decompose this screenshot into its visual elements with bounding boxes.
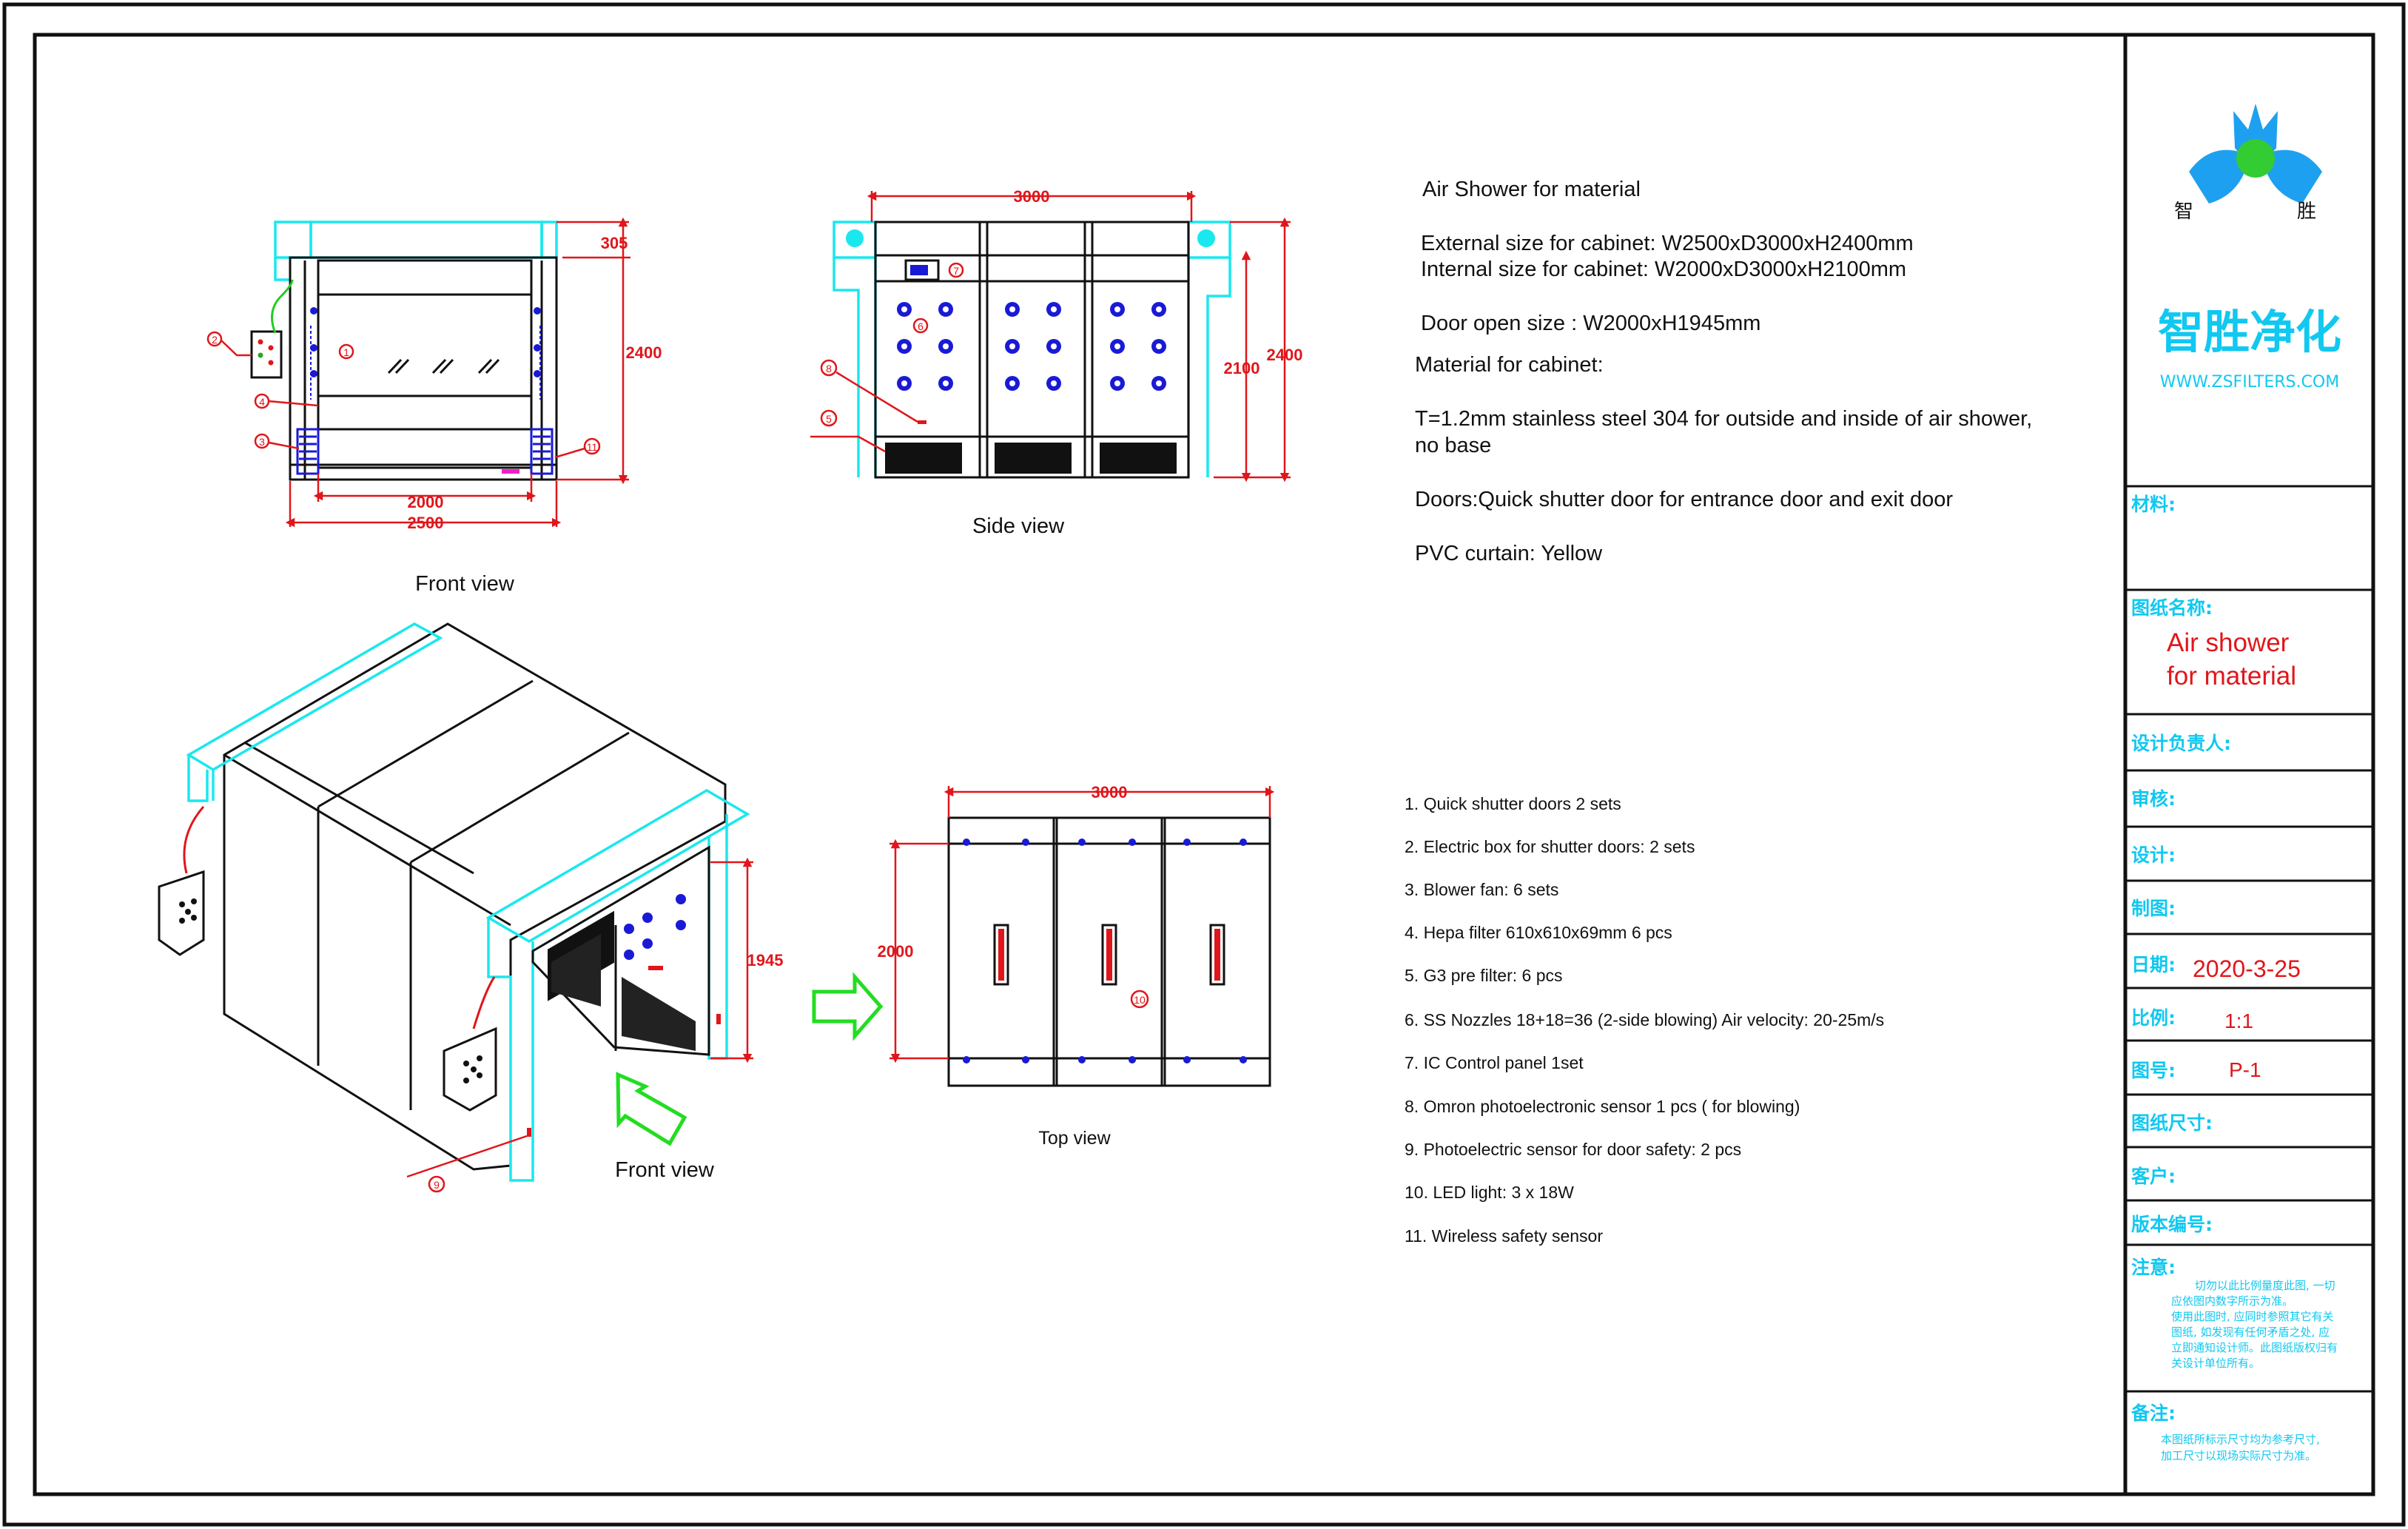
drawing-name-line1: Air shower [2167, 628, 2290, 657]
notes-line2: 应依图内数字所示为准。 [2171, 1294, 2293, 1308]
dim-top-length: 3000 [1092, 783, 1128, 802]
dim-door-height: 1945 [747, 951, 784, 970]
callout-3: 3 [259, 436, 265, 448]
iso-view-label: Front view [615, 1158, 715, 1182]
callout-9: 9 [434, 1179, 440, 1191]
spec-doors: Doors:Quick shutter door for entrance do… [1415, 488, 1953, 511]
design-lead-label: 设计负责人: [2131, 733, 2231, 754]
date-label: 日期: [2131, 954, 2176, 975]
part-item: 8. Omron photoelectronic sensor 1 pcs ( … [1405, 1097, 1800, 1116]
inner-frame [33, 33, 2375, 1496]
callout-1: 1 [343, 346, 349, 358]
scale-value: 1:1 [2224, 1009, 2253, 1032]
remarks-line2: 加工尺寸以现场实际尺寸为准。 [2161, 1449, 2316, 1462]
part-item: 10. LED light: 3 x 18W [1405, 1183, 1574, 1202]
callout-2: 2 [212, 334, 218, 346]
spec-material-line2: no base [1415, 434, 1491, 457]
scale-label: 比例: [2131, 1007, 2176, 1029]
callout-5: 5 [826, 413, 832, 425]
notes-line6: 关设计单位所有。 [2171, 1357, 2260, 1370]
part-item: 9. Photoelectric sensor for door safety:… [1405, 1140, 1741, 1159]
front-view-label: Front view [415, 572, 515, 596]
drawing-no-value: P-1 [2229, 1058, 2261, 1081]
company-website: WWW.ZSFILTERS.COM [2160, 373, 2339, 392]
callout-10: 10 [1134, 994, 1146, 1006]
front-view: 2000 2500 2400 305 1 2 3 4 11 Front view [206, 217, 662, 596]
company-logo: 智 胜 [2174, 104, 2322, 222]
remarks-label: 备注: [2130, 1402, 2176, 1424]
notes-line5: 立即通知设计师。此图纸版权归有 [2171, 1341, 2338, 1354]
spec-material-heading: Material for cabinet: [1415, 353, 1604, 377]
dim-side-length: 3000 [1014, 187, 1050, 206]
callout-6: 6 [918, 320, 924, 332]
dim-side-height-outer: 2400 [1267, 346, 1303, 364]
drafting-label: 制图: [2131, 898, 2176, 919]
top-view: 10 3000 2000 Top view [878, 783, 1275, 1149]
dim-front-height: 2400 [626, 343, 662, 362]
part-item: 1. Quick shutter doors 2 sets [1405, 794, 1621, 813]
version-label: 版本编号: [2130, 1214, 2213, 1235]
side-view-label: Side view [972, 514, 1065, 538]
company-name: 智胜净化 [2158, 305, 2341, 359]
parts-list: 1. Quick shutter doors 2 sets 2. Electri… [1405, 794, 1884, 1246]
part-item: 4. Hepa filter 610x610x69mm 6 pcs [1405, 923, 1672, 942]
spec-title: Air Shower for material [1422, 178, 1641, 201]
dim-front-width-outer: 2500 [408, 514, 444, 532]
drawing-name-line2: for material [2167, 662, 2296, 690]
dim-front-width-inner: 2000 [408, 493, 444, 511]
remarks-line1: 本图纸所标示尺寸均为参考尺寸, [2161, 1433, 2320, 1446]
part-item: 7. IC Control panel 1set [1405, 1053, 1584, 1072]
logo-char-left: 智 [2174, 200, 2193, 222]
material-label: 材料: [2131, 494, 2176, 515]
spec-internal-size: Internal size for cabinet: W2000xD3000xH… [1421, 258, 1906, 281]
callout-8: 8 [826, 363, 832, 374]
part-item: 5. G3 pre filter: 6 pcs [1405, 966, 1562, 985]
date-value: 2020-3-25 [2193, 955, 2301, 982]
spec-external-size: External size for cabinet: W2500xD3000xH… [1421, 232, 1914, 255]
design-label: 设计: [2131, 844, 2176, 866]
part-item: 2. Electric box for shutter doors: 2 set… [1405, 837, 1695, 856]
isometric-view: 1945 9 Front view [158, 622, 884, 1193]
logo-char-right: 胜 [2297, 200, 2316, 222]
paper-size-label: 图纸尺寸: [2131, 1112, 2213, 1134]
specs-block: Air Shower for material External size fo… [1415, 178, 2032, 565]
notes-line1: 切勿以此比例量度此图, 一切 [2195, 1279, 2335, 1292]
drawing-name-label: 图纸名称: [2131, 597, 2213, 619]
callout-11: 11 [587, 441, 598, 453]
top-view-label: Top view [1038, 1128, 1111, 1149]
part-item: 3. Blower fan: 6 sets [1405, 880, 1558, 899]
spec-material-line1: T=1.2mm stainless steel 304 for outside … [1415, 407, 2032, 431]
review-label: 审核: [2131, 788, 2176, 810]
drawing-no-label: 图号: [2131, 1060, 2176, 1081]
dim-top-width: 2000 [878, 942, 914, 961]
part-item: 11. Wireless safety sensor [1405, 1226, 1603, 1246]
callout-7: 7 [953, 265, 959, 277]
side-view: 3000 2400 2100 7 6 8 5 Side view [810, 187, 1302, 538]
title-block: 智 胜 智胜净化 WWW.ZSFILTERS.COM 材料: 图纸名称: Air… [2123, 35, 2373, 1494]
part-item: 6. SS Nozzles 18+18=36 (2-side blowing) … [1405, 1010, 1884, 1029]
dim-side-height-inner: 2100 [1224, 359, 1260, 377]
client-label: 客户: [2131, 1166, 2176, 1187]
notes-label: 注意: [2131, 1257, 2176, 1278]
spec-pvc: PVC curtain: Yellow [1415, 542, 1603, 565]
callout-4: 4 [259, 396, 265, 408]
spec-door-open-size: Door open size : W2000xH1945mm [1421, 312, 1760, 335]
dim-front-top-offset: 305 [601, 234, 628, 252]
notes-line4: 图纸, 如发现有任何矛盾之处, 应 [2171, 1325, 2330, 1339]
notes-line3: 使用此图时, 应同时参照其它有关 [2171, 1310, 2334, 1323]
side-view-nozzles [897, 302, 1166, 391]
